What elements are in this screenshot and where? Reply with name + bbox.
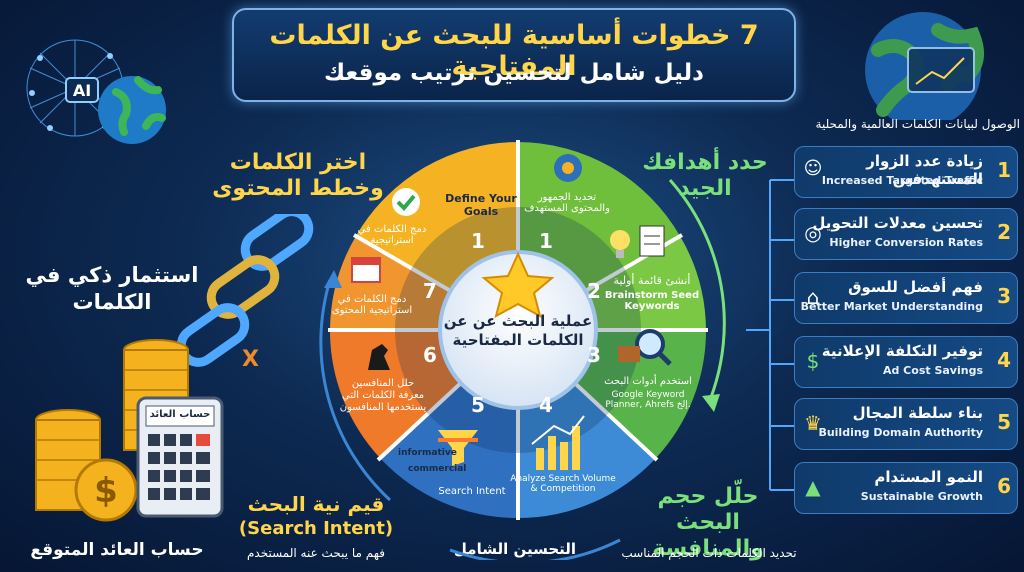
ai-globe-icon — [26, 39, 166, 144]
benefit-card-4: $ 4 توفير التكلفة الإعلانية Ad Cost Savi… — [794, 336, 1018, 388]
step-3-label-en: Google Keyword Planner, Ahrefs إلخ. — [605, 390, 691, 410]
benefit-number: 4 — [997, 348, 1011, 372]
step-number-5: 5 — [471, 393, 485, 417]
step-3-label-ar: استخدم أدوات البحث — [604, 376, 692, 387]
benefit-title-ar: زيادة عدد الزوار المستهدفين — [866, 152, 983, 188]
global-data-label: الوصول لبيانات الكلمات العالمية والمحلية — [815, 117, 1020, 131]
benefit-card-2: ◎ 2 تحسين معدلات التحويل Higher Conversi… — [794, 208, 1018, 260]
benefit-title-ar: النمو المستدام — [874, 468, 983, 486]
choose-heading: اختر الكلمات وخطط المحتوى — [212, 150, 384, 201]
benefit-number: 3 — [997, 284, 1011, 308]
volume-heading: حلّل حجم البحث والمنافسة — [652, 484, 764, 561]
target-icon: ◎ — [804, 221, 822, 245]
funnel-icon — [438, 430, 478, 466]
roi-label: حساب العائد المتوقع — [30, 540, 204, 560]
chess-knight-icon — [368, 344, 390, 370]
bar-chart-icon — [531, 415, 585, 470]
funnel-top-label: informative — [398, 448, 457, 458]
step-number-2: 2 — [587, 279, 601, 303]
step-4-label-en: Analyze Search Volume & Competition — [510, 474, 616, 494]
invest-heading: استثمار ذكي في الكلمات — [25, 263, 199, 314]
step-number-4: 4 — [539, 393, 553, 417]
step-1-label-en: Define Your Goals — [445, 192, 517, 218]
globe-icon — [865, 12, 984, 120]
step-number-1b: 1 — [539, 229, 553, 253]
svg-text:$: $ — [94, 471, 118, 511]
title-banner: 7 خطوات أساسية للبحث عن الكلمات المفتاحي… — [232, 8, 796, 102]
benefit-number: 6 — [997, 474, 1011, 498]
intent-sub: فهم ما يبحث عنه المستخدم — [246, 546, 386, 560]
benefit-card-1: 1 زيادة عدد الزوار المستهدفين Increased … — [794, 146, 1018, 198]
store-icon: ⌂ — [806, 285, 820, 309]
step-2-label-en: Brainstorm Seed Keywords — [604, 290, 700, 312]
magnifier-icon — [618, 329, 672, 366]
step-5-label-en: Search Intent — [438, 486, 506, 497]
volume-sub: تحديد الكلمات ذات الحجم المناسب — [621, 546, 797, 560]
center-text: عملية البحث عن عن الكلمات المفتاحية — [443, 312, 593, 349]
coins-calculator-icon: $ — [35, 339, 224, 522]
benefit-title-en: Better Market Understanding — [800, 300, 983, 313]
step-2-label-ar: أنشئ قائمة أولية — [613, 274, 691, 287]
benefit-title-ar: توفير التكلفة الإعلانية — [821, 342, 983, 360]
step-number-1a: 1 — [471, 229, 485, 253]
benefit-number: 5 — [997, 410, 1011, 434]
process-wheel: 1 1 2 3 4 5 6 7 — [328, 140, 708, 520]
benefit-number: 2 — [997, 220, 1011, 244]
benefit-title-ar: بناء سلطة المجال — [852, 404, 983, 422]
calculator-label: حساب العائد — [149, 409, 211, 420]
dollar-down-icon: $ — [806, 349, 820, 373]
lightbulb-icon — [610, 230, 630, 258]
gear-icon — [554, 154, 582, 182]
chain-link-icon: X — [176, 214, 314, 372]
step-7-label-ar-b: دمج الكلمات في استراتيجية — [357, 224, 427, 246]
intent-en: (Search Intent) — [238, 518, 394, 539]
benefit-card-6: ▲ 6 النمو المستدام Sustainable Growth — [794, 462, 1018, 514]
ai-badge: AI — [72, 81, 92, 100]
goals-heading: حدد أهدافك الجيد — [642, 150, 768, 201]
step-7-label-ar: دمج الكلمات في استراتيجية المحتوى — [331, 294, 413, 316]
benefit-title-en: Building Domain Authority — [818, 426, 983, 439]
benefit-title-en: Ad Cost Savings — [882, 364, 983, 377]
step-number-3: 3 — [587, 343, 601, 367]
step-1-label-ar: تحديد الجمهور والمحتوى المستهدف — [524, 192, 610, 214]
benefit-number: 1 — [997, 158, 1011, 182]
benefit-title-ar: تحسين معدلات التحويل — [812, 214, 983, 232]
benefit-title-en: Sustainable Growth — [860, 490, 983, 503]
benefit-title-en: Increased Targeted Traffic — [821, 174, 983, 187]
optimize-label: التحسين الشامل — [453, 540, 577, 558]
page-subtitle: دليل شامل لتحسين ترتيب موقعك — [324, 60, 704, 86]
benefit-title-en: Higher Conversion Rates — [829, 236, 983, 249]
funnel-mid-label: commercial — [408, 464, 467, 474]
svg-text:X: X — [242, 347, 259, 372]
benefit-title-ar: فهم أفضل للسوق — [848, 278, 983, 296]
checkmark-icon — [392, 188, 420, 216]
step-6-label-ar: حلل المنافسين معرفة الكلمات التي يستخدمه… — [339, 378, 427, 413]
growth-chart-icon: ▲ — [805, 475, 821, 499]
benefit-card-3: ⌂ 3 فهم أفضل للسوق Better Market Underst… — [794, 272, 1018, 324]
benefit-card-5: ♛ 5 بناء سلطة المجال Building Domain Aut… — [794, 398, 1018, 450]
notepad-icon — [639, 225, 665, 257]
people-icon: ☺ — [803, 158, 823, 179]
step-number-7: 7 — [423, 279, 437, 303]
intent-heading: قيم نية البحث — [247, 492, 385, 516]
star-icon — [481, 251, 555, 318]
page-title: 7 خطوات أساسية للبحث عن الكلمات المفتاحي… — [269, 20, 759, 82]
crown-icon: ♛ — [804, 411, 822, 435]
step-number-6: 6 — [423, 343, 437, 367]
cycle-arrows — [319, 179, 726, 560]
benefit-connectors — [746, 179, 796, 491]
calendar-icon — [351, 257, 381, 283]
